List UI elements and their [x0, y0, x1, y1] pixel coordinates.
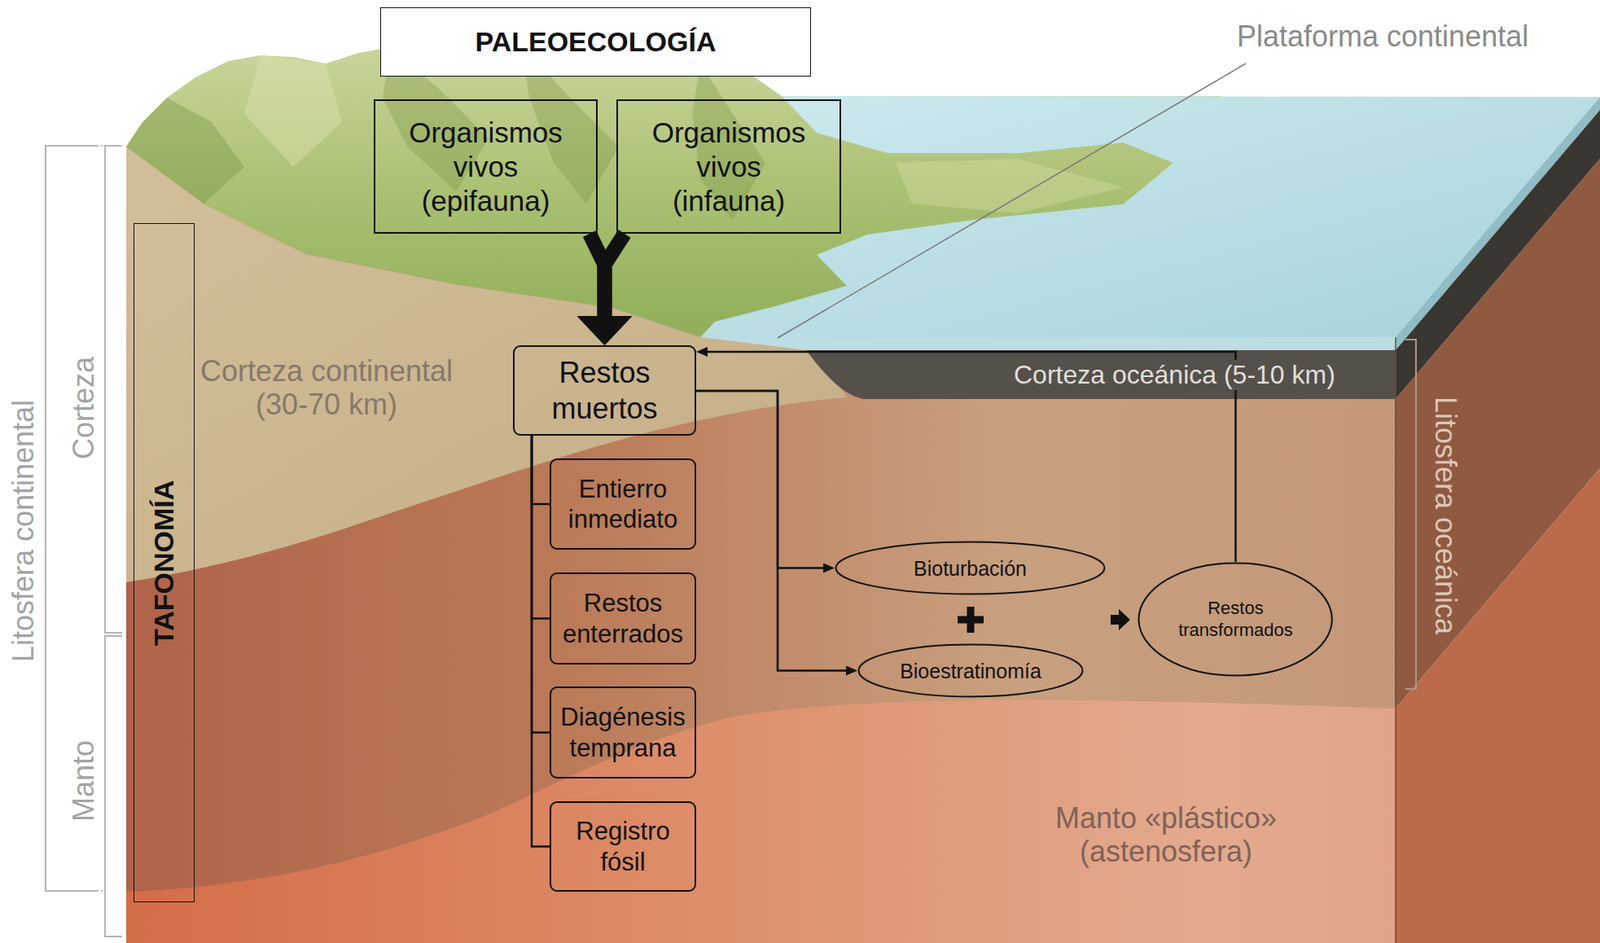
- node-text: Registro fósil: [557, 815, 689, 877]
- block-edge: [1394, 337, 1397, 943]
- connector-line: [531, 435, 550, 847]
- process-box: Diagénesis temprana: [549, 686, 697, 779]
- plus-symbol: [967, 606, 975, 633]
- node-text: Diagénesis temprana: [557, 701, 689, 763]
- asthenosphere: [126, 700, 1396, 943]
- connector-line: [531, 435, 550, 505]
- leader-line: [777, 63, 1246, 338]
- bracket-label: Corteza: [66, 356, 101, 460]
- node-text: Bioestratinomía: [899, 658, 1042, 684]
- crust-bracket: [105, 145, 123, 633]
- node-text: Restos enterrados: [557, 587, 689, 649]
- layer-label: Corteza oceánica (5-10 km): [1010, 359, 1339, 391]
- sea-water-section: [700, 337, 1396, 351]
- connector-arrow: [696, 390, 847, 671]
- node-text: Restos muertos: [526, 355, 684, 426]
- connector-arrow: [696, 390, 824, 569]
- process-box: Restos muertos: [512, 345, 697, 436]
- side-asthenosphere: [1395, 468, 1600, 943]
- process-box: Entierro inmediato: [549, 458, 697, 550]
- node-text: Entierro inmediato: [557, 473, 689, 535]
- result-ellipse: Restos transformados: [1137, 561, 1333, 677]
- connector-line: [531, 435, 550, 619]
- layer-label: Manto «plástico» (astenosfera): [1035, 801, 1297, 869]
- process-ellipse: Bioturbación: [834, 540, 1106, 596]
- heading-box: PALEOECOLOGÍA: [380, 7, 811, 77]
- oceanic-crust: [806, 350, 1396, 399]
- mountain-highlight: [895, 158, 1124, 214]
- connector-arrow: [604, 233, 626, 316]
- ellipse-outline: [859, 644, 1083, 697]
- result-arrow-symbol: [1110, 609, 1131, 631]
- connector-line: [531, 435, 550, 733]
- process-ellipse: Bioestratinomía: [857, 643, 1084, 698]
- band-box: TAFONOMÍA: [133, 223, 195, 903]
- lithospheric-mantle: [126, 146, 1396, 943]
- node-text: Bioturbación: [913, 556, 1027, 581]
- mountain-highlight: [244, 55, 342, 167]
- callout-label: Plataforma continental: [1236, 19, 1529, 53]
- process-box: Restos enterrados: [549, 572, 697, 665]
- oceanic-lithosphere-bracket: [1405, 339, 1416, 689]
- node-text: Organismos vivos (infauna): [643, 115, 815, 219]
- process-box: Registro fósil: [549, 801, 697, 892]
- process-box: Organismos vivos (epifauna): [373, 99, 598, 234]
- process-box: Organismos vivos (infauna): [616, 99, 842, 234]
- bracket-label: Manto: [66, 740, 101, 822]
- bracket-label: Litosfera oceánica: [1428, 396, 1462, 635]
- ellipse-outline: [836, 542, 1105, 595]
- node-text: PALEOECOLOGÍA: [475, 25, 717, 59]
- bracket-label: Litosfera continental: [6, 399, 40, 662]
- node-text: Restos transformados: [1170, 597, 1300, 641]
- node-text: Organismos vivos (epifauna): [400, 115, 572, 219]
- node-text: TAFONOMÍA: [147, 479, 181, 645]
- ellipse-outline: [1139, 563, 1333, 676]
- layer-label: Corteza continental (30-70 km): [188, 354, 465, 422]
- mantle-bracket: [105, 635, 123, 937]
